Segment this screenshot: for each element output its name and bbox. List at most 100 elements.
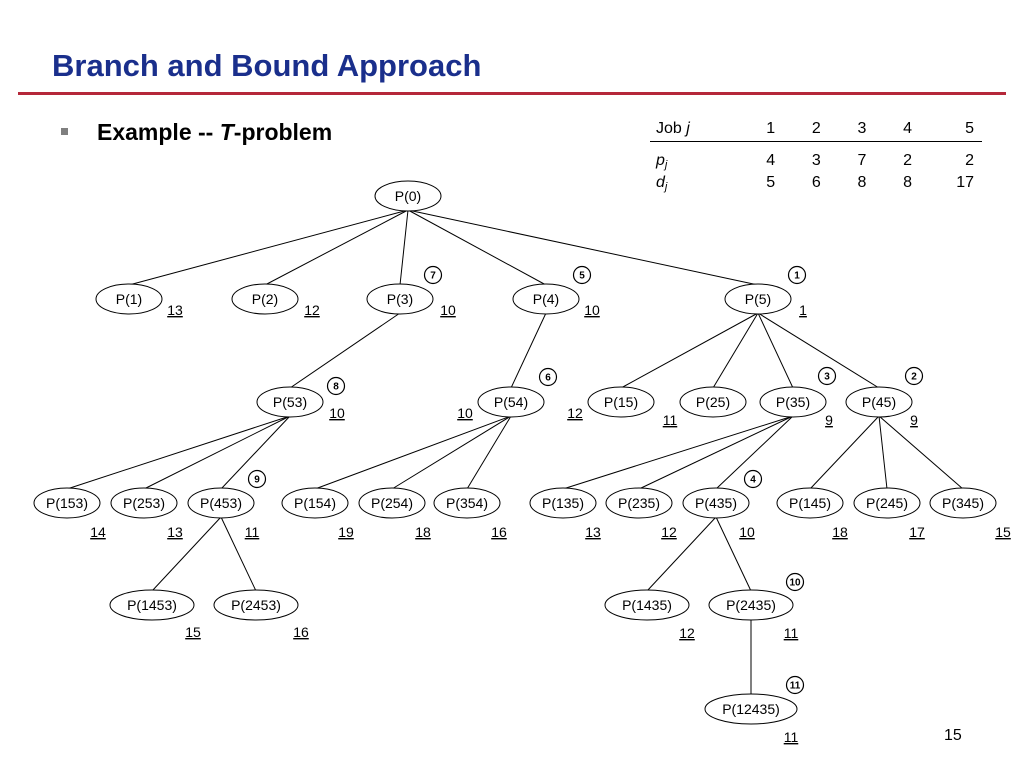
due-date-value: 17: [956, 174, 974, 191]
tree-node-label: P(5): [745, 291, 771, 307]
tree-edge: [314, 415, 512, 490]
tree-node-label: P(1435): [622, 597, 672, 613]
tree-edge: [562, 415, 794, 490]
tree-edge: [646, 516, 717, 592]
exploration-order-badge: [817, 366, 837, 386]
job-number: 4: [874, 116, 921, 142]
processing-time-value: 2: [965, 152, 974, 169]
tree-node-bound: 10: [329, 405, 345, 421]
processing-time-value: 2: [903, 152, 913, 169]
tree-edge: [289, 312, 401, 389]
tree-node: [477, 386, 545, 418]
job-header-var: j: [686, 119, 690, 137]
exploration-order-badge: [787, 265, 807, 285]
tree-node-label: P(45): [862, 394, 896, 410]
tree-node-bound: 18: [415, 524, 431, 540]
tree-node-label: P(235): [618, 495, 660, 511]
bullet-suffix: -problem: [233, 119, 333, 145]
tree-node: [433, 487, 501, 519]
bullet-text: Example -- T-problem: [97, 119, 332, 146]
exploration-order-badge: [572, 265, 592, 285]
due-date-value: 6: [811, 174, 821, 191]
job-number: 3: [828, 116, 875, 142]
due-date-label: dj: [656, 173, 668, 193]
tree-node: [358, 487, 426, 519]
due-date-value: 8: [857, 174, 867, 191]
job-number: 2: [783, 116, 829, 142]
tree-node-bound: 10: [457, 405, 473, 421]
job-table-header-row: Job j 1 2 3 4 5: [650, 116, 982, 142]
exploration-order-number: 6: [545, 373, 551, 384]
tree-node-label: P(2): [252, 291, 278, 307]
tree-edge: [715, 516, 752, 592]
slide-title: Branch and Bound Approach: [52, 48, 482, 83]
exploration-order-number: 1: [794, 271, 800, 282]
tree-node-bound: 9: [825, 412, 833, 428]
tree-node-label: P(15): [604, 394, 638, 410]
tree-node-bound: 13: [585, 524, 601, 540]
tree-edge: [715, 415, 794, 490]
bullet-prefix: Example --: [97, 119, 220, 145]
tree-node-label: P(245): [866, 495, 908, 511]
tree-edge: [466, 415, 512, 490]
exploration-order-badge: [743, 469, 763, 489]
tree-node-label: P(25): [696, 394, 730, 410]
tree-edges: [66, 209, 964, 695]
tree-node: [95, 283, 163, 315]
tree-node-bound: 12: [679, 625, 695, 641]
tree-node-bound: 9: [910, 412, 918, 428]
tree-edge: [407, 209, 547, 286]
tree-node-bound: 10: [440, 302, 456, 318]
tree-node-bound: 10: [584, 302, 600, 318]
tree-node-label: P(435): [695, 495, 737, 511]
processing-time-value: 3: [811, 152, 821, 169]
tree-node-label: P(54): [494, 394, 528, 410]
job-number: 1: [737, 116, 784, 142]
tree-node-label: P(345): [942, 495, 984, 511]
exploration-order-number: 11: [790, 681, 801, 692]
tree-node-label: P(354): [446, 495, 488, 511]
tree-edge: [620, 312, 759, 389]
tree-node: [704, 693, 798, 725]
tree-node-bound: 15: [185, 624, 201, 640]
tree-node-bound: 11: [245, 524, 260, 540]
due-date-value: 8: [903, 174, 913, 191]
tree-edge: [264, 209, 409, 286]
tree-node: [929, 487, 997, 519]
tree-node-bound: 16: [491, 524, 507, 540]
tree-node-bound: 11: [663, 412, 678, 428]
tree-node: [845, 386, 913, 418]
tree-edge: [151, 516, 222, 592]
tree-node: [256, 386, 324, 418]
tree-node-label: P(0): [395, 188, 421, 204]
tree-node-bound: 14: [90, 524, 106, 540]
tree-node: [724, 283, 792, 315]
tree-node-bound: 15: [995, 524, 1011, 540]
tree-edge: [757, 312, 794, 389]
tree-node: [605, 487, 673, 519]
exploration-order-number: 7: [430, 271, 436, 282]
tree-node-bound: 13: [167, 524, 183, 540]
tree-edge: [407, 209, 759, 286]
tree-edge: [510, 312, 547, 389]
exploration-order-number: 3: [824, 372, 830, 383]
tree-node: [231, 283, 299, 315]
tree-node: [759, 386, 827, 418]
tree-node-bound: 16: [293, 624, 309, 640]
tree-node-label: P(2435): [726, 597, 776, 613]
processing-time-value: 7: [857, 152, 867, 169]
tree-edge: [220, 415, 291, 490]
tree-node-label: P(12435): [722, 701, 780, 717]
page-number: 15: [944, 727, 962, 744]
tree-node: [587, 386, 655, 418]
tree-edge: [220, 516, 257, 592]
tree-node-label: P(3): [387, 291, 413, 307]
exploration-order-badge: [423, 265, 443, 285]
tree-node-bound: 17: [909, 524, 925, 540]
tree-node-label: P(253): [123, 495, 165, 511]
exploration-order-badge: [904, 366, 924, 386]
tree-node: [682, 487, 750, 519]
tree-node-bound: 12: [304, 302, 320, 318]
exploration-order-number: 4: [750, 475, 756, 486]
